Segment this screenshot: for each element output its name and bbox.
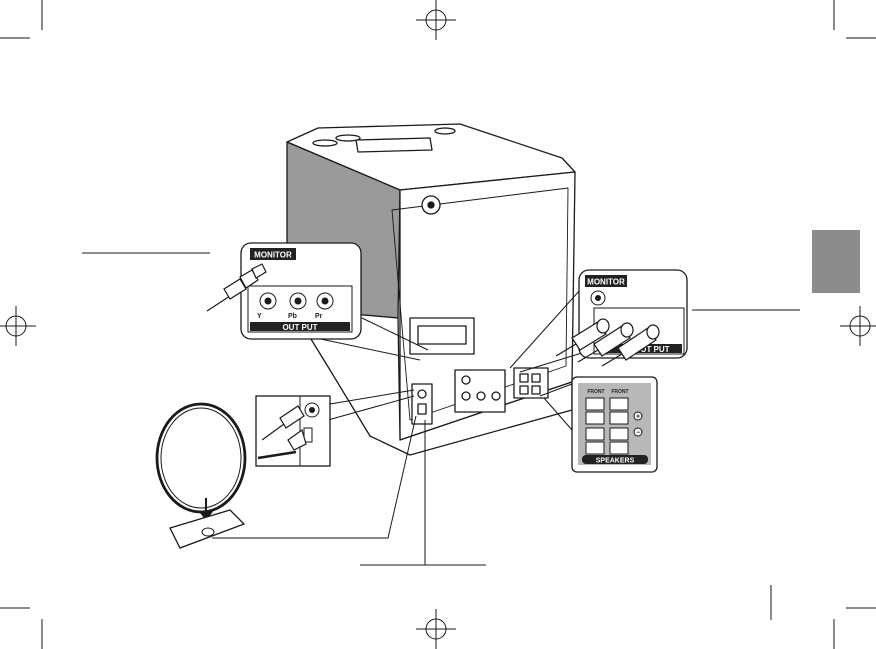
cooling-fan-icon	[421, 195, 441, 215]
registration-mark-bottom	[416, 609, 456, 649]
video-plug-left	[206, 263, 267, 312]
registration-mark-top	[416, 0, 456, 40]
registration-mark-right	[840, 306, 876, 346]
speakers-callout: FRONT FRONT + − SPEAKERS	[571, 376, 658, 473]
speakers-label: SPEAKERS	[596, 458, 635, 465]
monitor-label-left: MONITOR	[254, 251, 292, 260]
main-unit	[286, 123, 576, 456]
component-jacks	[454, 369, 506, 413]
callout-lines	[82, 252, 800, 566]
loop-antenna-icon	[155, 402, 247, 549]
jack-label-y: Y	[257, 313, 262, 320]
side-tab	[812, 230, 860, 293]
registration-mark-left	[0, 306, 36, 346]
output-label-left: OUT PUT	[282, 323, 317, 332]
polarity-minus: −	[636, 430, 640, 437]
monitor-label-right: MONITOR	[587, 278, 625, 287]
jack-label-pb: Pb	[288, 313, 297, 320]
speaker-channel-left: FRONT	[587, 389, 604, 395]
speaker-terminals	[513, 367, 549, 399]
polarity-plus: +	[636, 414, 640, 421]
monitor-output-callout-left: MONITOR Y Pb Pr OUT PUT	[206, 242, 362, 340]
monitor-output-callout-right: MONITOR OUT PUT	[555, 269, 688, 367]
jack-label-pr: Pr	[315, 313, 323, 320]
speaker-channel-right: FRONT	[611, 389, 628, 395]
antenna-connector-callout	[255, 395, 331, 467]
component-plugs-right	[555, 318, 660, 367]
output-label-right: OUT PUT	[634, 345, 669, 354]
